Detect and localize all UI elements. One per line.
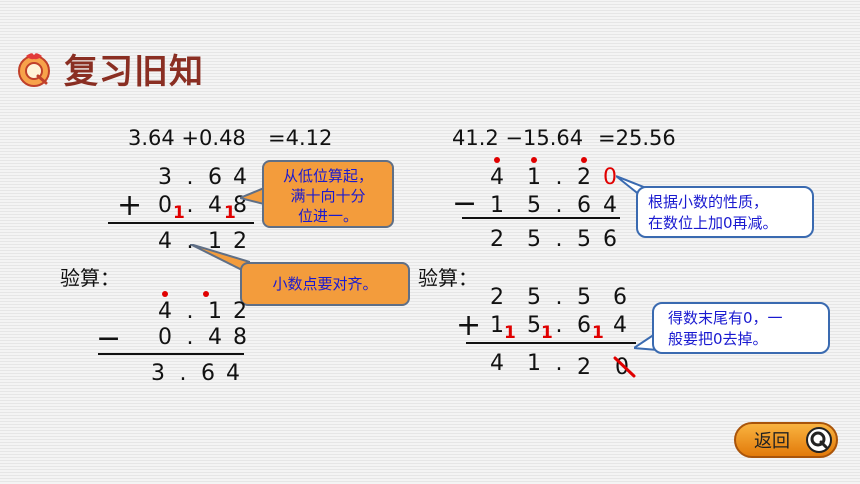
digit: 5 bbox=[577, 285, 591, 310]
back-button[interactable]: 返回 bbox=[734, 422, 838, 458]
digit: 0 bbox=[158, 325, 172, 350]
difference-line bbox=[98, 353, 244, 355]
digit: 1 bbox=[208, 229, 222, 254]
sum-line bbox=[466, 342, 636, 344]
callout-line: 位进一。 bbox=[297, 207, 358, 225]
page-title: 复习旧知 bbox=[64, 52, 204, 92]
callout-line: 在数位上加0再减。 bbox=[648, 214, 778, 232]
right-equation-result: =25.56 bbox=[598, 126, 676, 150]
digit: . bbox=[186, 325, 194, 350]
right-equation: 41.2 −15.64 bbox=[452, 126, 584, 150]
digit: . bbox=[179, 361, 187, 386]
strike-mark-icon bbox=[613, 356, 636, 378]
digit: 2 bbox=[577, 165, 591, 190]
check-label: 验算： bbox=[60, 266, 120, 290]
carry-mark: 1 bbox=[504, 323, 516, 343]
digit: 1 bbox=[208, 299, 222, 324]
check-label: 验算： bbox=[418, 266, 478, 290]
digit: 6 bbox=[577, 313, 591, 338]
digit: 3 bbox=[151, 361, 165, 386]
digit: . bbox=[186, 165, 194, 190]
borrow-dot bbox=[581, 157, 587, 163]
digit: 2 bbox=[577, 355, 591, 380]
digit: 4 bbox=[233, 165, 247, 190]
plus-sign: + bbox=[456, 308, 482, 343]
digit: 4 bbox=[158, 299, 172, 324]
digit: 2 bbox=[233, 229, 247, 254]
callout-carry-tip: 从低位算起， 满十向十分 位进一。 bbox=[262, 160, 394, 228]
digit: 6 bbox=[208, 165, 222, 190]
digit: . bbox=[186, 229, 194, 254]
callout-line: 满十向十分 bbox=[290, 187, 366, 205]
digit: 4 bbox=[613, 313, 627, 338]
sum-line bbox=[108, 222, 254, 224]
digit: 1 bbox=[527, 351, 541, 376]
difference-line bbox=[462, 217, 620, 219]
added-zero: 0 bbox=[603, 165, 617, 190]
callout-line: 般要把0去掉。 bbox=[668, 330, 768, 348]
callout-line: 得数末尾有0，一 bbox=[668, 309, 783, 327]
digit: 5 bbox=[527, 227, 541, 252]
digit: . bbox=[555, 313, 563, 338]
digit: 5 bbox=[527, 193, 541, 218]
q-circle-icon bbox=[806, 427, 832, 453]
digit: 2 bbox=[233, 299, 247, 324]
carry-mark: 1 bbox=[173, 203, 185, 223]
digit: 5 bbox=[527, 313, 541, 338]
callout-pointer bbox=[240, 188, 264, 206]
digit: 4 bbox=[208, 193, 222, 218]
digit: 8 bbox=[233, 325, 247, 350]
minus-sign: − bbox=[452, 186, 478, 221]
digit: . bbox=[555, 165, 563, 190]
digit: . bbox=[555, 351, 563, 376]
digit: . bbox=[555, 193, 563, 218]
left-equation: 3.64 +0.48 bbox=[128, 126, 246, 150]
digit: . bbox=[186, 299, 194, 324]
q-logo-icon bbox=[18, 53, 50, 87]
borrow-dot bbox=[494, 157, 500, 163]
digit: 4 bbox=[490, 351, 504, 376]
callout-align-tip: 小数点要对齐。 bbox=[240, 262, 410, 306]
minus-sign: − bbox=[96, 321, 122, 356]
digit: 6 bbox=[577, 193, 591, 218]
digit: 1 bbox=[490, 313, 504, 338]
digit: 4 bbox=[226, 361, 240, 386]
digit: 4 bbox=[208, 325, 222, 350]
callout-zero-tip: 根据小数的性质， 在数位上加0再减。 bbox=[636, 186, 814, 238]
digit: . bbox=[555, 227, 563, 252]
carry-mark: 1 bbox=[592, 323, 604, 343]
digit: 6 bbox=[603, 227, 617, 252]
digit: 4 bbox=[158, 229, 172, 254]
digit: 1 bbox=[527, 165, 541, 190]
digit: 6 bbox=[201, 361, 215, 386]
digit: . bbox=[186, 193, 194, 218]
back-button-label: 返回 bbox=[754, 431, 790, 452]
plus-sign: + bbox=[117, 188, 143, 223]
digit: 1 bbox=[490, 193, 504, 218]
digit: . bbox=[555, 285, 563, 310]
digit: 5 bbox=[577, 227, 591, 252]
digit: 6 bbox=[613, 285, 627, 310]
carry-mark: 1 bbox=[541, 323, 553, 343]
digit: 4 bbox=[603, 193, 617, 218]
digit: 4 bbox=[490, 165, 504, 190]
callout-pointer bbox=[190, 244, 250, 274]
digit: 2 bbox=[490, 285, 504, 310]
borrow-dot bbox=[531, 157, 537, 163]
borrow-dot bbox=[162, 291, 168, 297]
carry-mark: 1 bbox=[224, 203, 236, 223]
callout-line: 从低位算起， bbox=[282, 167, 373, 185]
digit: 3 bbox=[158, 165, 172, 190]
borrow-dot bbox=[203, 291, 209, 297]
digit: 5 bbox=[527, 285, 541, 310]
left-equation-result: =4.12 bbox=[268, 126, 333, 150]
callout-remove-zero-tip: 得数末尾有0，一 般要把0去掉。 bbox=[652, 302, 830, 354]
digit: 2 bbox=[490, 227, 504, 252]
digit: 0 bbox=[158, 193, 172, 218]
callout-line: 根据小数的性质， bbox=[648, 193, 769, 211]
